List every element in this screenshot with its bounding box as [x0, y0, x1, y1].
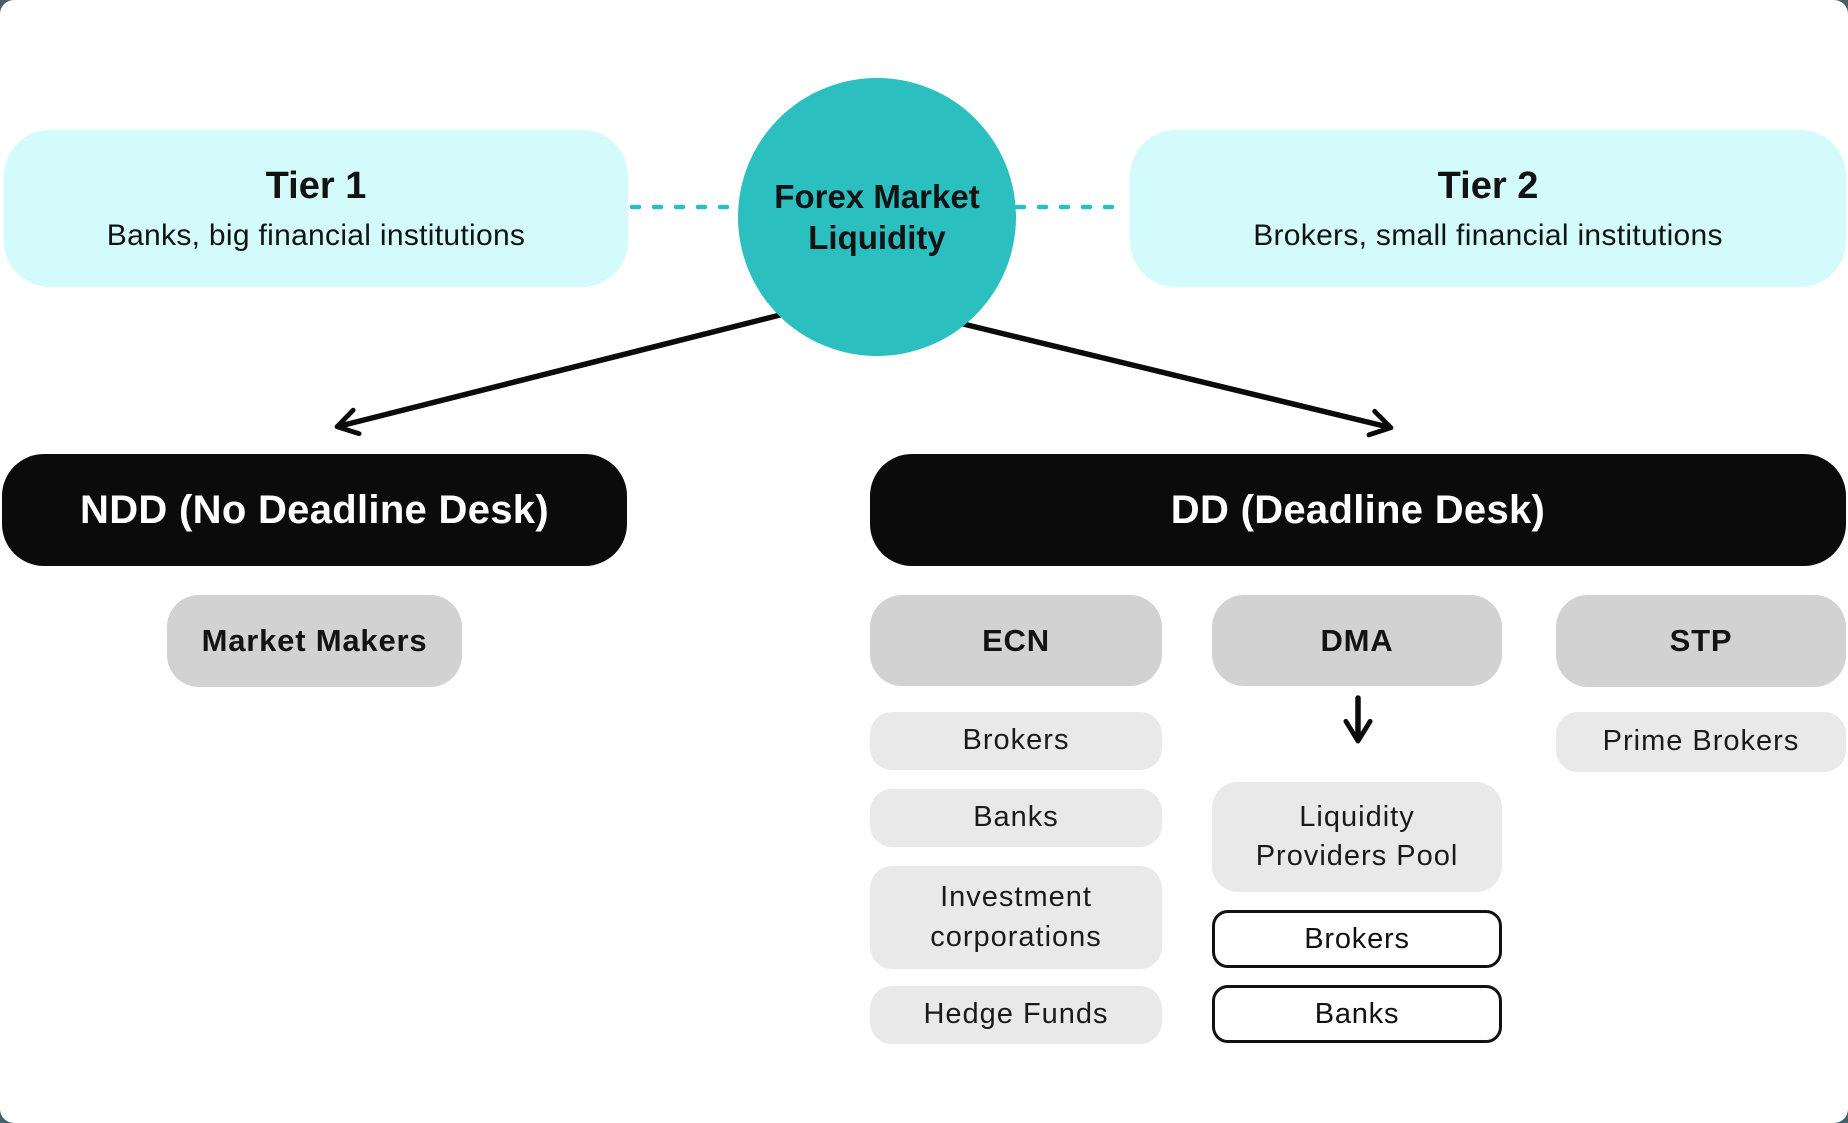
node-dma-header: DMA: [1212, 595, 1502, 686]
node-liquidity-providers-pool: Liquidity Providers Pool: [1212, 782, 1502, 892]
arrow-to-dd-icon: [952, 319, 1394, 438]
node-prime-brokers: Prime Brokers: [1556, 712, 1846, 772]
node-stp-header: STP: [1556, 595, 1846, 687]
node-ecn-banks: Banks: [870, 789, 1162, 847]
node-forex-market-liquidity: Forex Market Liquidity: [738, 78, 1016, 356]
node-dma-banks: Banks: [1212, 985, 1502, 1043]
node-ndd: NDD (No Deadline Desk): [2, 454, 627, 566]
hub-title-line1: Forex Market: [774, 177, 980, 215]
node-dma-brokers: Brokers: [1212, 910, 1502, 968]
node-ecn-brokers: Brokers: [870, 712, 1162, 770]
tier2-title: Tier 2: [1437, 164, 1539, 207]
node-tier2: Tier 2 Brokers, small financial institut…: [1130, 130, 1846, 287]
node-ecn-hedge-funds: Hedge Funds: [870, 986, 1162, 1044]
tier1-subtitle: Banks, big financial institutions: [106, 219, 526, 253]
arrow-to-ndd-icon: [334, 307, 803, 437]
node-market-makers: Market Makers: [167, 595, 462, 687]
tier1-title: Tier 1: [265, 164, 367, 207]
hub-title-line2: Liquidity: [808, 219, 946, 256]
node-tier1: Tier 1 Banks, big financial institutions: [4, 130, 628, 287]
node-ecn-investment-corporations: Investment corporations: [870, 866, 1162, 969]
tier2-subtitle: Brokers, small financial institutions: [1253, 219, 1723, 253]
node-ecn-header: ECN: [870, 595, 1162, 686]
node-dd: DD (Deadline Desk): [870, 454, 1846, 566]
